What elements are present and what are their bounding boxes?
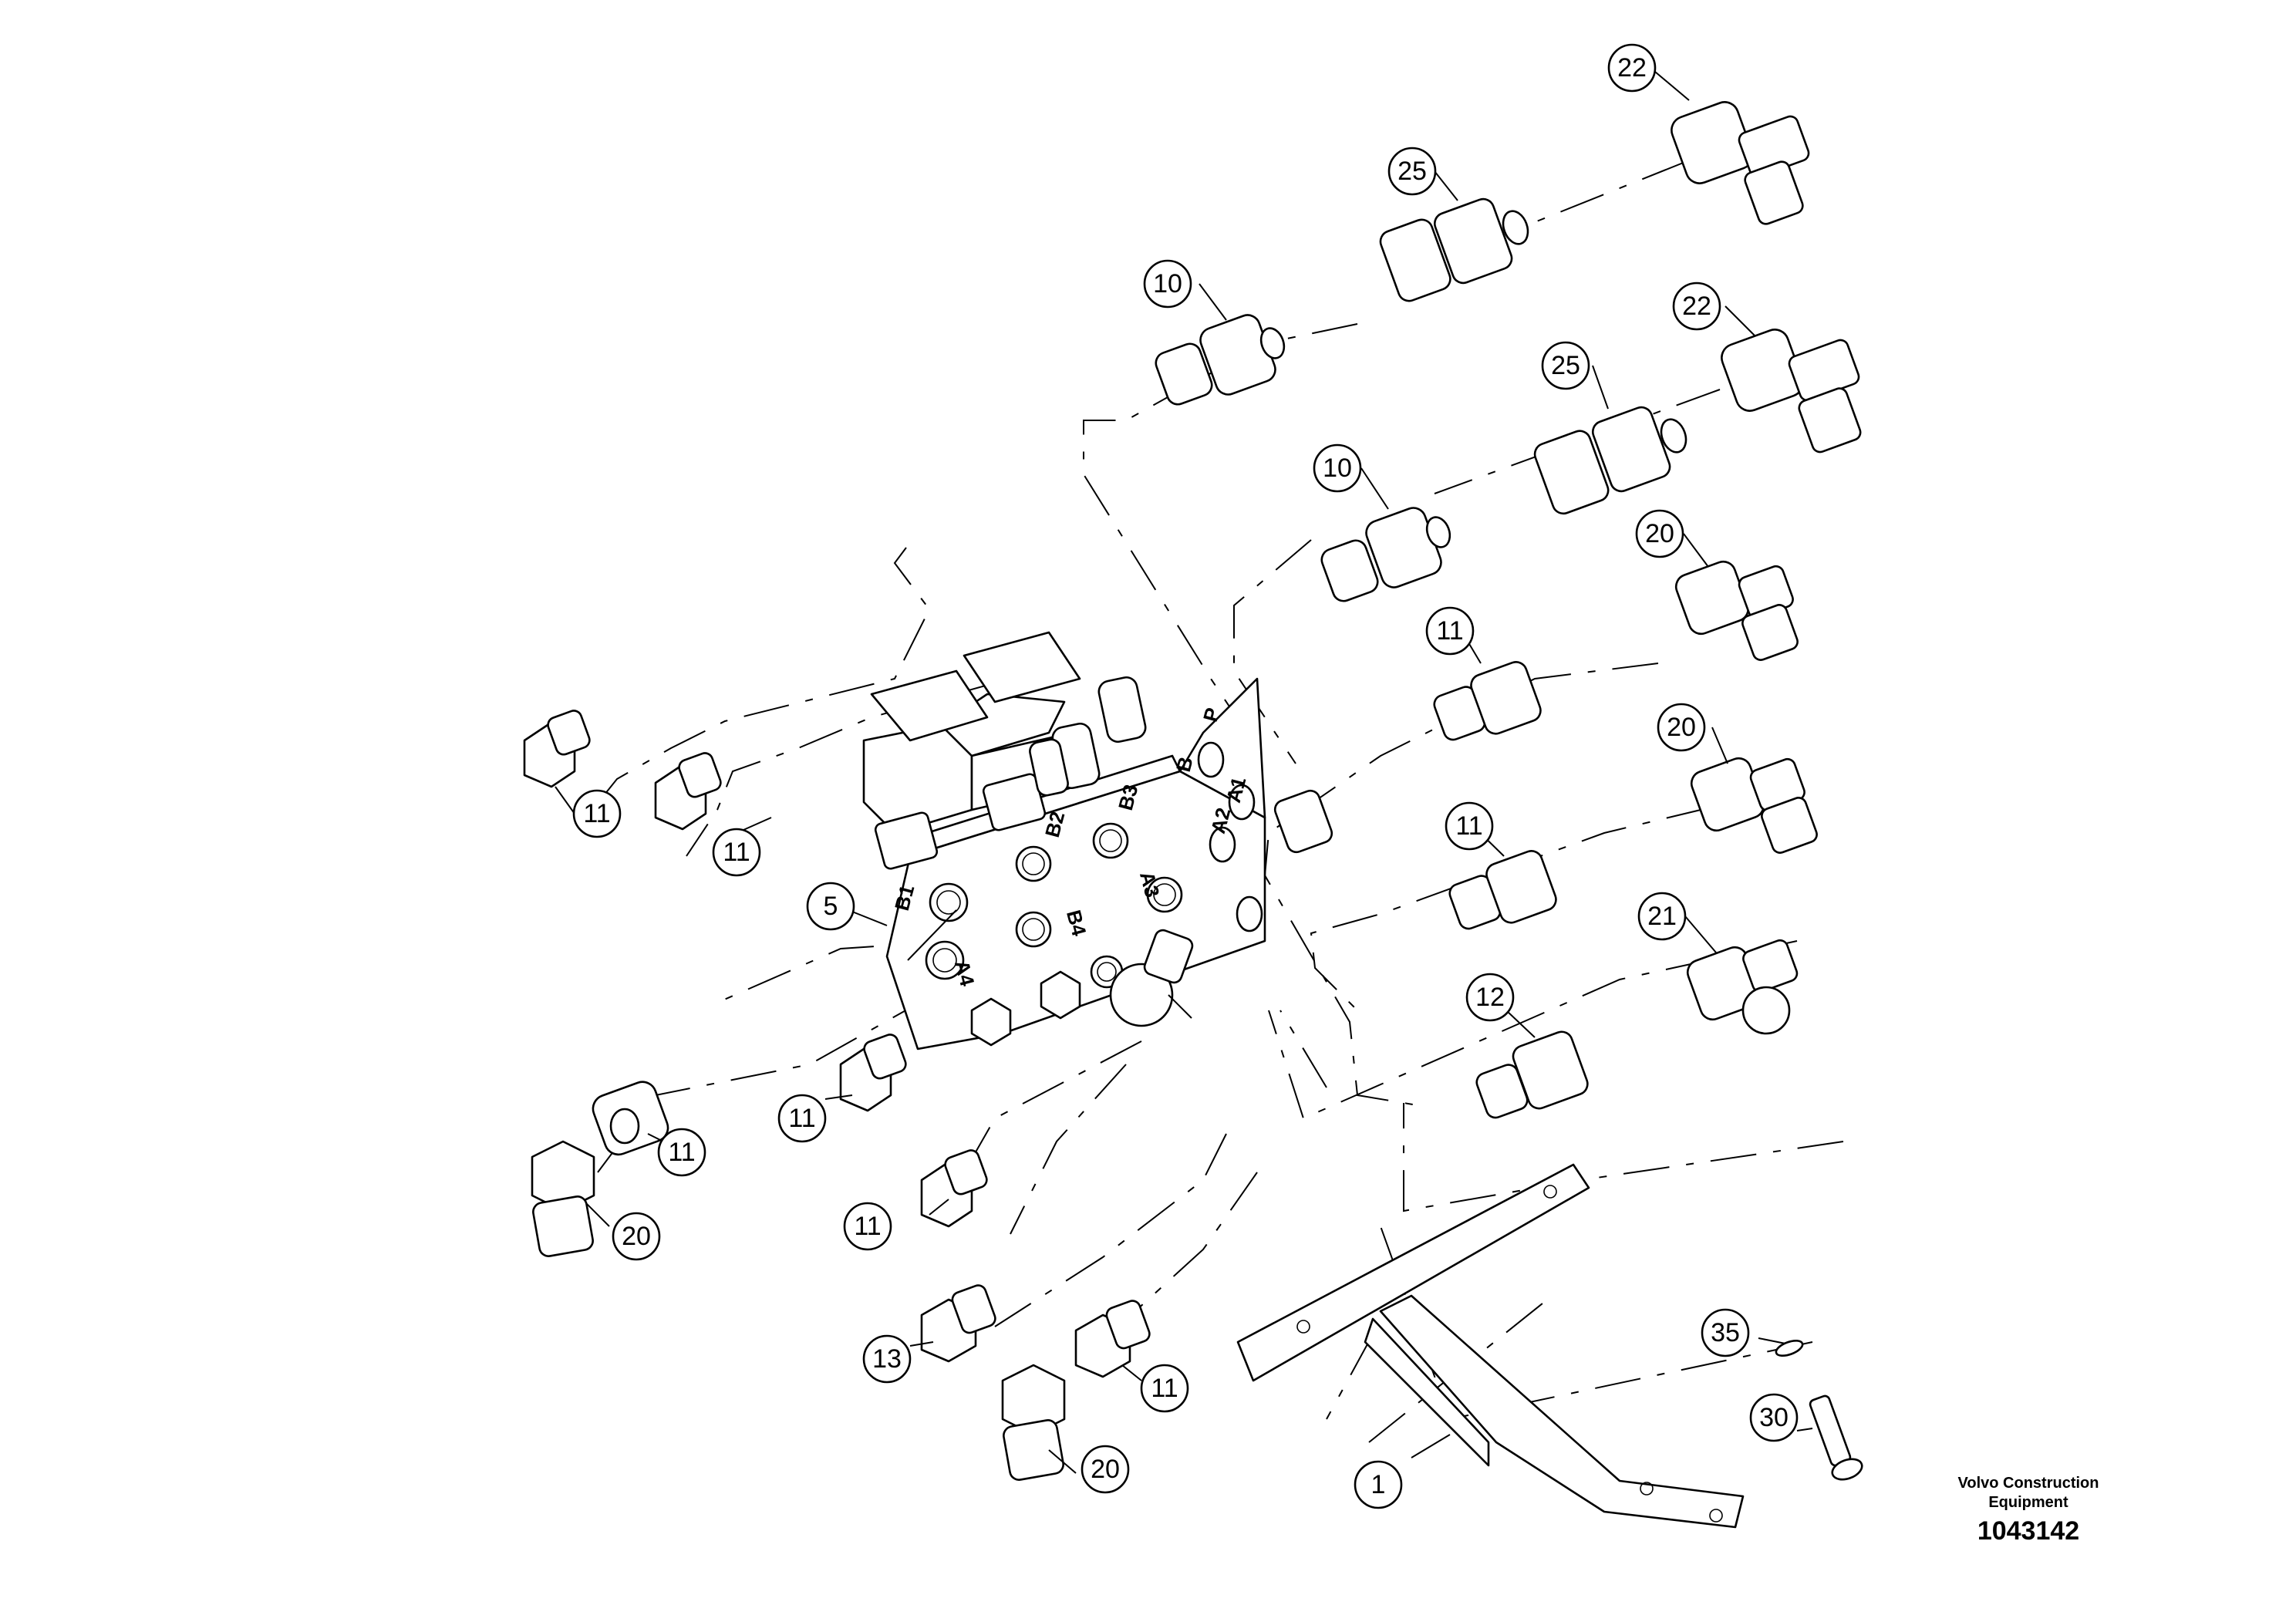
straight-fitting-11-left-b-icon [654,752,722,831]
straight-fitting-11-lower-b-icon [592,1081,669,1156]
svg-text:10: 10 [1153,269,1182,298]
bolt-30-icon [1809,1394,1863,1481]
callout-22-middle: 22 [1672,282,1721,331]
adapter-fitting-10-top-icon [1155,314,1286,406]
svg-text:22: 22 [1617,53,1647,83]
elbow-fitting-21-icon [1686,939,1799,1035]
brand-name-line1: Volvo Construction [1957,1475,2099,1492]
callout-25-middle: 25 [1541,341,1590,390]
port-label-p: P [1199,705,1224,724]
svg-text:20: 20 [1667,713,1696,742]
svg-text:30: 30 [1759,1403,1789,1432]
callout-35: 35 [1701,1308,1750,1357]
callout-22-top: 22 [1607,43,1657,93]
svg-text:12: 12 [1475,983,1505,1012]
svg-text:11: 11 [583,799,610,828]
svg-text:11: 11 [1436,616,1463,646]
callout-11-right-upper: 11 [1425,606,1475,656]
callout-11-bottom: 11 [1140,1364,1189,1413]
brand-name-line2: Equipment [1988,1494,2068,1511]
fitting-13-icon [920,1284,996,1363]
valve-block: B1 B2 B3 A4 B4 A3 A1 A2 B P [862,631,1333,1050]
straight-fitting-11-right-upper-icon [1433,661,1542,741]
callout-11-lower-b: 11 [657,1128,706,1177]
callout-12: 12 [1465,973,1515,1022]
drawing-number: 1043142 [1977,1516,2080,1546]
callouts: 22 25 10 22 25 10 20 11 20 11 21 12 11 1… [572,43,1799,1509]
callout-20-bottom: 20 [1081,1445,1130,1494]
straight-fitting-11-right-middle-icon [1448,850,1557,930]
callout-11-left-b: 11 [712,828,761,877]
fittings [523,101,1862,1481]
callout-21: 21 [1637,892,1687,941]
svg-text:11: 11 [1151,1374,1178,1403]
adapter-fitting-10-middle-icon [1320,507,1451,602]
elbow-fitting-20-left-icon [531,1140,595,1257]
union-fitting-25-middle-icon [1533,406,1687,515]
svg-text:25: 25 [1397,157,1427,186]
callout-10-middle: 10 [1313,443,1362,493]
elbow-fitting-22-middle-icon [1721,329,1862,454]
elbow-fitting-20-right-middle-icon [1690,757,1818,854]
svg-text:11: 11 [854,1212,881,1241]
svg-text:25: 25 [1551,351,1580,380]
assembly-lines [585,161,1844,1443]
svg-text:1: 1 [1371,1470,1386,1499]
adapter-fitting-12-icon [1475,1030,1589,1119]
straight-fitting-11-lower-c-icon [920,1149,988,1228]
leader-lines [555,67,1813,1474]
mounting-bracket [1236,1163,1745,1529]
svg-text:11: 11 [668,1138,695,1167]
svg-text:20: 20 [1091,1455,1120,1484]
union-fitting-25-top-icon [1379,197,1529,302]
callout-20-upper-right: 20 [1635,509,1684,558]
callout-11-lower-c: 11 [843,1202,892,1251]
callout-11-right-middle: 11 [1445,801,1494,851]
svg-text:5: 5 [824,892,838,921]
callout-10-top: 10 [1143,259,1192,309]
callout-13: 13 [862,1334,912,1384]
callout-20-right-middle: 20 [1657,703,1706,752]
svg-text:13: 13 [872,1344,902,1374]
svg-text:11: 11 [723,838,750,867]
callout-11-lower-a: 11 [777,1094,827,1143]
svg-text:35: 35 [1711,1318,1740,1347]
straight-fitting-11-bottom-icon [1074,1300,1151,1378]
svg-text:21: 21 [1647,902,1677,931]
callout-1: 1 [1354,1460,1403,1509]
callout-20-left: 20 [612,1212,661,1261]
svg-text:10: 10 [1323,454,1352,483]
svg-text:22: 22 [1682,292,1711,321]
elbow-fitting-22-top-icon [1671,101,1810,225]
washer-35-icon [1775,1339,1804,1357]
svg-text:20: 20 [1645,519,1674,548]
callout-25-top: 25 [1387,147,1437,196]
callout-11-left-a: 11 [572,789,622,838]
elbow-fitting-20-upper-icon [1674,560,1799,661]
elbow-fitting-20-bottom-icon [1001,1364,1066,1481]
straight-fitting-11-lower-a-icon [839,1034,907,1112]
svg-text:20: 20 [622,1222,651,1251]
svg-text:11: 11 [1455,811,1482,841]
straight-fitting-11-left-a-icon [523,710,591,788]
callout-5: 5 [806,882,855,931]
svg-text:11: 11 [788,1104,815,1133]
callout-30: 30 [1749,1393,1799,1442]
